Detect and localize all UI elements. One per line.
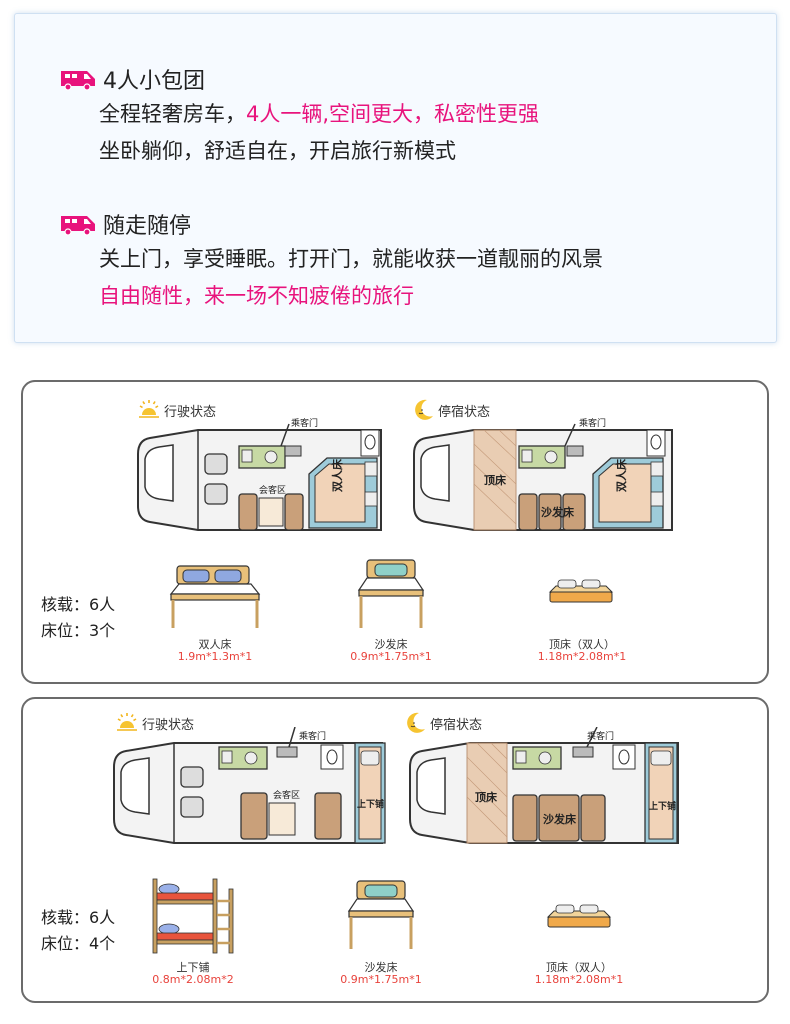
bed-size: 1.18m*2.08m*1 [534, 973, 624, 986]
door-label: 乘客门 [291, 417, 318, 429]
sofa-bed-label: 沙发床 [543, 812, 577, 826]
parking-mode-text: 停宿状态 [438, 404, 491, 420]
double-bed-label: 双人床 [614, 458, 628, 492]
sofa-bed-label: 沙发床 [541, 505, 575, 519]
rv-icon [61, 71, 95, 91]
moon-icon [407, 712, 425, 733]
roof-bed-icon [546, 904, 612, 928]
sun-icon [139, 400, 159, 418]
berth-count-text: 床位：4个 [41, 934, 116, 953]
sun-icon [117, 713, 137, 731]
roof-bed-label: 顶床 [484, 473, 507, 487]
bed-name: 沙发床 [364, 961, 398, 974]
feature-head: 4人小包团 [59, 62, 539, 96]
parking-mode-text: 停宿状态 [430, 717, 483, 733]
double-bed-icon [169, 565, 261, 628]
driving-mode-label: 行驶状态 [115, 711, 194, 735]
driving-mode-text: 行驶状态 [142, 717, 195, 733]
feature-text: 关上门，享受睡眠。打开门，就能收获一道靓丽的风景 [99, 247, 603, 271]
bed-name: 双人床 [198, 638, 232, 651]
door-label: 乘客门 [587, 730, 614, 742]
bed-size: 0.9m*1.75m*1 [350, 650, 432, 663]
capacity-info: 核载：6人 床位：3个 [41, 592, 115, 644]
lounge-label: 会客区 [259, 484, 286, 496]
feature-title: 4人小包团 [103, 69, 205, 94]
feature-text: 全程轻奢房车， [99, 102, 246, 126]
feature-head: 随走随停 [59, 207, 603, 241]
driving-mode-text: 行驶状态 [164, 404, 217, 420]
layout-panel-double-bed: 行驶状态 停宿状态 乘客门 会客区 双人床 [21, 380, 769, 684]
van-floorplan-driving: 乘客门 会客区 上下铺 [113, 727, 386, 844]
feature-highlight: 自由随性，来一场不知疲倦的旅行 [99, 284, 414, 308]
bed-name: 顶床（双人） [546, 961, 612, 974]
bunk-bed-label: 上下铺 [357, 798, 384, 810]
bed-name: 顶床（双人） [549, 638, 615, 651]
feature-text: 坐卧躺仰，舒适自在，开启旅行新模式 [99, 139, 456, 163]
lounge-label: 会客区 [273, 789, 300, 801]
van-floorplan-driving: 乘客门 会客区 双人床 [137, 417, 382, 531]
feature-line: 全程轻奢房车，4人一辆,空间更大，私密性更强 [59, 96, 539, 133]
parking-mode-label: 停宿状态 [413, 398, 490, 422]
feature-line: 坐卧躺仰，舒适自在，开启旅行新模式 [59, 133, 539, 170]
capacity-info: 核载：6人 床位：4个 [41, 905, 115, 957]
bed-name: 上下铺 [176, 961, 210, 974]
roof-bed-icon [548, 579, 614, 603]
berth-count-text: 床位：3个 [41, 621, 116, 640]
rv-icon [61, 216, 95, 236]
bed-size: 1.18m*2.08m*1 [537, 650, 627, 663]
feature-highlight: 4人一辆,空间更大，私密性更强 [246, 102, 540, 126]
feature-free-stop: 随走随停 关上门，享受睡眠。打开门，就能收获一道靓丽的风景 自由随性，来一场不知… [59, 207, 603, 315]
feature-line: 自由随性，来一场不知疲倦的旅行 [59, 278, 603, 315]
layout-panel-bunk-bed: 行驶状态 停宿状态 乘客门 会客区 上下铺 [21, 697, 769, 1003]
bed-size: 1.9m*1.3m*1 [177, 650, 253, 663]
feature-small-group: 4人小包团 全程轻奢房车，4人一辆,空间更大，私密性更强 坐卧躺仰，舒适自在，开… [59, 62, 539, 170]
bed-size: 0.9m*1.75m*1 [340, 973, 422, 986]
bed-name: 沙发床 [374, 638, 408, 651]
parking-mode-label: 停宿状态 [405, 711, 482, 735]
roof-bed-label: 顶床 [475, 790, 498, 804]
door-label: 乘客门 [579, 417, 606, 429]
feature-title: 随走随停 [103, 214, 192, 239]
double-bed-label: 双人床 [330, 458, 344, 492]
moon-icon [415, 399, 433, 420]
van-floorplan-parking: 乘客门 顶床 沙发床 双人床 [413, 417, 673, 531]
sofa-bed-icon [347, 880, 415, 949]
bunk-bed-label: 上下铺 [649, 800, 676, 812]
driving-mode-label: 行驶状态 [137, 398, 216, 422]
door-label: 乘客门 [299, 730, 326, 742]
bed-size: 0.8m*2.08m*2 [152, 973, 234, 986]
van-floorplan-parking: 乘客门 顶床 沙发床 上下铺 [409, 727, 679, 844]
sofa-bed-icon [357, 559, 425, 628]
bunk-bed-icon [152, 878, 234, 954]
capacity-text: 核载：6人 [41, 908, 116, 927]
capacity-text: 核载：6人 [41, 595, 116, 614]
feature-line: 关上门，享受睡眠。打开门，就能收获一道靓丽的风景 [59, 241, 603, 278]
feature-card: 4人小包团 全程轻奢房车，4人一辆,空间更大，私密性更强 坐卧躺仰，舒适自在，开… [14, 13, 777, 343]
